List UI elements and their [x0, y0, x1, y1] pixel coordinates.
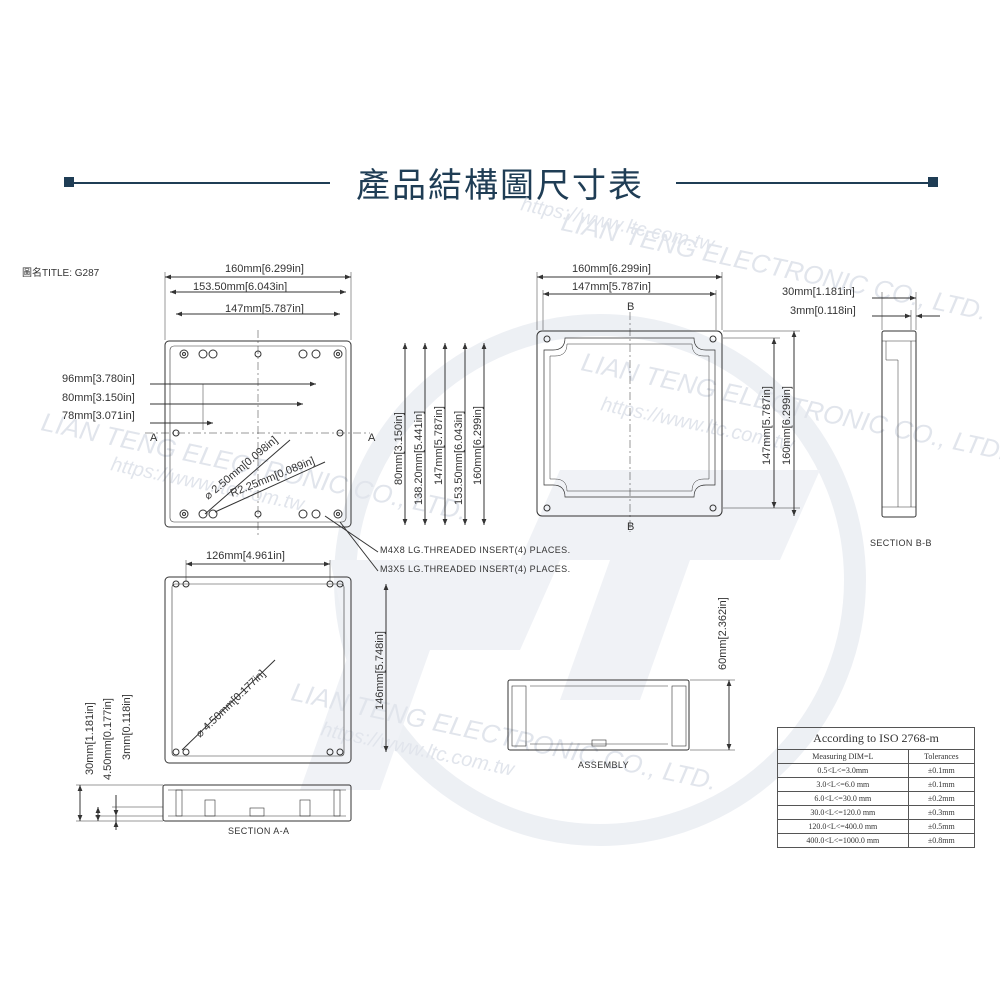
dim-inner-width-147: 147mm[5.787in] — [572, 281, 651, 293]
dim-lid-width: 126mm[4.961in] — [206, 550, 285, 562]
measuring-range: 30.0<L<=120.0 mm — [777, 805, 909, 820]
assembly-outline — [507, 679, 690, 751]
dim-inner-width-160: 160mm[6.299in] — [572, 263, 651, 275]
tolerance-table-title: According to ISO 2768-m — [777, 727, 975, 749]
tolerance-value: ±0.8mm — [907, 833, 976, 848]
section-aa-outline — [162, 784, 352, 822]
header-right-line — [676, 182, 930, 184]
dim-inner-height-147: 147mm[5.787in] — [761, 386, 773, 465]
dim-right-138-20: 138.20mm[5.441in] — [413, 411, 425, 505]
measuring-range: 3.0<L<=6.0 mm — [777, 777, 909, 792]
dim-section-aa-3: 3mm[0.118in] — [121, 694, 133, 760]
dim-assembly-height: 60mm[2.362in] — [717, 597, 729, 670]
dim-left-96: 96mm[3.780in] — [62, 373, 135, 385]
dim-right-147: 147mm[5.787in] — [433, 406, 445, 485]
section-mark-b-top: B — [627, 301, 634, 313]
dim-section-aa-4-50: 4.50mm[0.177in] — [102, 698, 114, 780]
dim-width-160: 160mm[6.299in] — [225, 263, 304, 275]
tolerance-value: ±0.1mm — [907, 777, 976, 792]
assembly-view — [507, 679, 735, 751]
header-left-line — [74, 182, 330, 184]
inner-view-outline — [536, 330, 723, 517]
lid-view — [164, 560, 389, 764]
section-aa — [76, 784, 352, 830]
page-title: 產品結構圖尺寸表 — [356, 166, 644, 206]
measuring-range: 0.5<L<=3.0mm — [777, 763, 909, 778]
header-left-square — [64, 177, 74, 187]
note-m4-insert: M4X8 LG.THREADED INSERT(4) PLACES. — [380, 545, 570, 555]
drawing-title: 圖名TITLE: G287 — [22, 268, 100, 279]
header-measuring: Measuring DIM=L — [777, 749, 909, 764]
header-tolerances: Tolerances — [907, 749, 976, 764]
section-bb-outline — [881, 330, 917, 518]
table-row: 6.0<L<=30.0 mm±0.2mm — [777, 791, 976, 806]
lid-outline — [164, 576, 352, 764]
dim-section-bb-30: 30mm[1.181in] — [782, 286, 855, 298]
section-bb-label: SECTION B-B — [870, 538, 932, 548]
assembly-label: ASSEMBLY — [578, 760, 629, 770]
tolerance-value: ±0.2mm — [907, 791, 976, 806]
dim-width-153-50: 153.50mm[6.043in] — [193, 281, 287, 293]
dim-inner-height-160: 160mm[6.299in] — [781, 386, 793, 465]
dim-left-78: 78mm[3.071in] — [62, 410, 135, 422]
note-m3-insert: M3X5 LG.THREADED INSERT(4) PLACES. — [380, 564, 570, 574]
measuring-range: 120.0<L<=400.0 mm — [777, 819, 909, 834]
dim-left-80: 80mm[3.150in] — [62, 392, 135, 404]
dim-right-153-50: 153.50mm[6.043in] — [453, 411, 465, 505]
measuring-range: 6.0<L<=30.0 mm — [777, 791, 909, 806]
measuring-range: 400.0<L<=1000.0 mm — [777, 833, 909, 848]
tolerance-value: ±0.1mm — [907, 763, 976, 778]
table-row: 400.0<L<=1000.0 mm±0.8mm — [777, 833, 976, 848]
tolerance-table-header: Measuring DIM=L Tolerances — [777, 749, 976, 764]
dim-right-80: 80mm[3.150in] — [393, 412, 405, 485]
top-view — [145, 272, 487, 572]
dim-lid-height: 146mm[5.748in] — [374, 631, 386, 710]
table-row: 120.0<L<=400.0 mm±0.5mm — [777, 819, 976, 834]
section-mark-a-right: A — [368, 432, 376, 444]
inner-view — [536, 272, 800, 532]
dim-right-160: 160mm[6.299in] — [472, 406, 484, 485]
tolerance-value: ±0.5mm — [907, 819, 976, 834]
section-mark-b-bottom: B — [627, 521, 634, 533]
dim-width-147: 147mm[5.787in] — [225, 303, 304, 315]
tolerance-value: ±0.3mm — [907, 805, 976, 820]
table-row: 3.0<L<=6.0 mm±0.1mm — [777, 777, 976, 792]
table-row: 0.5<L<=3.0mm±0.1mm — [777, 763, 976, 778]
watermark-logo-right — [520, 470, 820, 700]
dim-lid-hole: ⌀ 4.50mm[0.177in] — [194, 668, 268, 740]
dim-section-aa-30: 30mm[1.181in] — [84, 702, 96, 775]
section-aa-label: SECTION A-A — [228, 826, 289, 836]
dim-section-bb-3: 3mm[0.118in] — [790, 305, 856, 317]
tolerance-table: According to ISO 2768-m Measuring DIM=L … — [777, 727, 976, 848]
section-bb — [872, 292, 940, 518]
header-right-square — [928, 177, 938, 187]
section-mark-a-left: A — [150, 432, 158, 444]
watermark-logo-left — [300, 560, 560, 790]
table-row: 30.0<L<=120.0 mm±0.3mm — [777, 805, 976, 820]
